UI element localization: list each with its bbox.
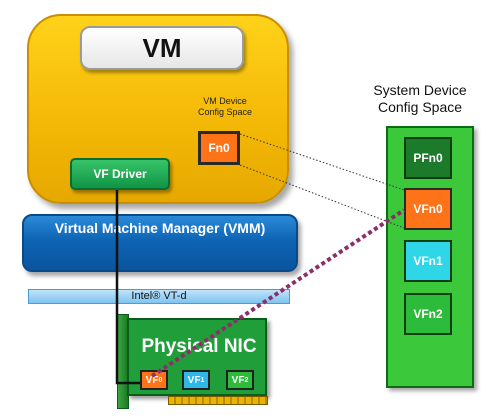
nic-edge-connector	[168, 396, 268, 405]
nic-vf1-sub: 1	[200, 376, 205, 384]
vm-device-config-label-line2: Config Space	[197, 107, 253, 117]
nic-vf1-base: VF	[187, 374, 201, 386]
vm-fn0-box: Fn0	[198, 131, 240, 165]
system-config-label-line2: Config Space	[377, 99, 463, 115]
physical-nic-label: Physical NIC	[141, 336, 257, 357]
system-config-label: System Device Config Space	[358, 82, 482, 116]
vm-device-config-label: VM Device Config Space	[182, 96, 268, 118]
nic-vf2-base: VF	[231, 374, 245, 386]
vf-driver-box: VF Driver	[70, 158, 170, 190]
sys-vfn2-box: VFn2	[404, 293, 452, 335]
sys-vfn1-box: VFn1	[404, 240, 452, 282]
sys-pfn0-box: PFn0	[404, 137, 452, 179]
nic-vf2-sub: 2	[244, 376, 249, 384]
vmm-label: Virtual Machine Manager (VMM)	[54, 220, 266, 236]
vtd-label: Intel® VT-d	[131, 290, 187, 302]
vm-title: VM	[80, 26, 244, 70]
sys-vfn0-box: VFn0	[404, 188, 452, 230]
vm-device-config-label-line1: VM Device	[203, 96, 247, 106]
nic-vf0-base: VF	[145, 374, 159, 386]
system-config-label-line1: System Device	[373, 82, 467, 98]
nic-vf0-sub: 0	[158, 376, 163, 384]
